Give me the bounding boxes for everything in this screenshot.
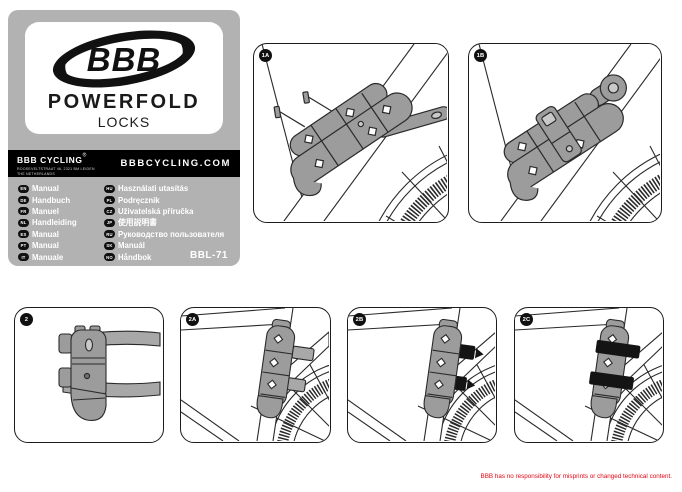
bbb-logo-icon: BBB	[52, 30, 196, 88]
product-subtitle: LOCKS	[97, 114, 151, 130]
language-row: RU Руководство пользователя	[104, 229, 234, 240]
bracket-straps-illustration	[58, 325, 161, 421]
bracket-body-icon	[590, 318, 630, 419]
language-code-badge: JP	[104, 218, 115, 227]
language-row: EN Manual	[18, 183, 104, 194]
step-badge-1b: 1B	[474, 49, 487, 62]
logo-card: BBB POWERFOLD LOCKS	[25, 22, 223, 134]
brand-name: BBB CYCLING	[17, 154, 83, 165]
brand-address: BBB CYCLING® ROOSEVELTSTRAAT 46, 2321 BM…	[17, 151, 95, 176]
language-row: FR Manuel	[18, 206, 104, 217]
brand-bar: BBB CYCLING® ROOSEVELTSTRAAT 46, 2321 BM…	[8, 150, 240, 177]
product-title: POWERFOLD	[47, 91, 201, 113]
panel-step-2b: 2B	[347, 307, 497, 443]
bracket-body-icon	[256, 318, 296, 419]
language-row: NL Handleiding	[18, 217, 104, 228]
language-code-badge: ES	[18, 230, 29, 239]
registered-mark: ®	[82, 152, 87, 159]
lock-head-icon	[589, 74, 627, 107]
language-row: IT Manuale	[18, 251, 104, 262]
address-line-1: ROOSEVELTSTRAAT 46, 2321 BM LEIDEN	[17, 166, 95, 171]
language-code-badge: PT	[18, 241, 29, 250]
step-badge-1a: 1A	[259, 49, 272, 62]
language-row: DE Handbuch	[18, 194, 104, 205]
panel-step-2: 2	[14, 307, 164, 443]
header-block: BBB POWERFOLD LOCKS BBB CYCLING® ROOSEVE…	[8, 10, 240, 266]
language-column-1: EN Manual DE Handbuch FR Manuel NL Handl…	[18, 183, 104, 263]
language-code-badge: FR	[18, 207, 29, 216]
mounting-screw-icon	[273, 91, 334, 128]
lock-mounted-illustration	[261, 44, 447, 221]
address-line-2: THE NETHERLANDS	[17, 171, 55, 176]
language-code-badge: NO	[104, 253, 115, 262]
bbb-logo-text: BBB	[87, 41, 162, 78]
step-badge-2: 2	[20, 313, 33, 326]
straps-tighten-illustration	[348, 308, 495, 441]
bracket-body-icon	[70, 325, 107, 421]
language-row: HU Használati utasítás	[104, 183, 234, 194]
panel-step-2a: 2A	[180, 307, 331, 443]
language-row: PT Manual	[18, 240, 104, 251]
holder-strap-icon	[535, 106, 582, 163]
language-list: EN Manual DE Handbuch FR Manuel NL Handl…	[18, 183, 234, 263]
language-code-badge: EN	[18, 184, 29, 193]
language-code-badge: CZ	[104, 207, 115, 216]
language-column-2: HU Használati utasítás PL Podręcznik CZ …	[104, 183, 234, 263]
language-code-badge: HU	[104, 184, 115, 193]
panel-step-1b: 1B	[468, 43, 662, 223]
panel-step-1a: 1A	[253, 43, 449, 223]
strap-stub-icon	[291, 345, 315, 362]
language-code-badge: DE	[18, 196, 29, 205]
product-code: BBL-71	[189, 250, 228, 261]
language-code-badge: RU	[104, 230, 115, 239]
website-url: BBBCYCLING.COM	[120, 158, 231, 169]
language-row: CZ Uživatelská příručka	[104, 206, 234, 217]
disclaimer-text: BBB has no responsibility for misprints …	[480, 473, 672, 480]
bracket-body-icon	[423, 318, 463, 419]
language-row: JP 使用説明書	[104, 217, 234, 228]
language-code-badge: IT	[18, 253, 29, 262]
language-row: SK Manuál	[104, 240, 234, 251]
language-row: ES Manual	[18, 229, 104, 240]
lock-mounted-illustration	[478, 44, 660, 221]
lock-secured-illustration	[515, 308, 662, 441]
language-code-badge: NL	[18, 218, 29, 227]
language-row: PL Podręcznik	[104, 194, 234, 205]
panel-step-2c: 2C	[514, 307, 664, 443]
language-code-badge: SK	[104, 241, 115, 250]
bracket-on-frame-illustration	[181, 308, 329, 441]
step-badge-2a: 2A	[186, 313, 199, 326]
strap-black-icon	[589, 340, 641, 390]
language-code-badge: PL	[104, 196, 115, 205]
step-badge-2b: 2B	[353, 313, 366, 326]
language-row: NO Håndbok	[104, 251, 234, 262]
step-badge-2c: 2C	[520, 313, 533, 326]
